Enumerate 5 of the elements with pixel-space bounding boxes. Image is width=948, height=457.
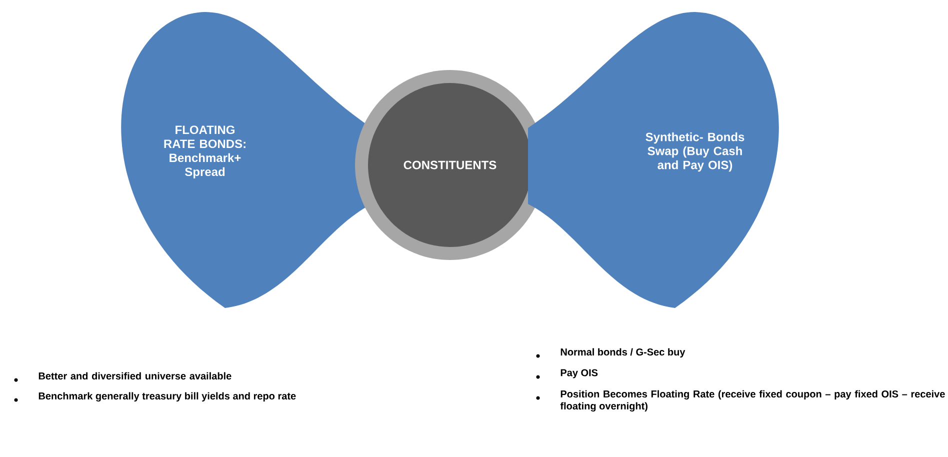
bullet-item: Benchmark generally treasury bill yields and repo rate [14,392,296,402]
bullet-item: Normal bonds / G-Sec buy [536,348,686,358]
bullet-item: Better and diversified universe available [14,372,232,382]
bullet-item: Position Becomes Floating Rate (receive fixed coupon – pay fixed OIS – receive floating overnight) [536,390,945,412]
bullet-item: Pay OIS [536,369,598,379]
